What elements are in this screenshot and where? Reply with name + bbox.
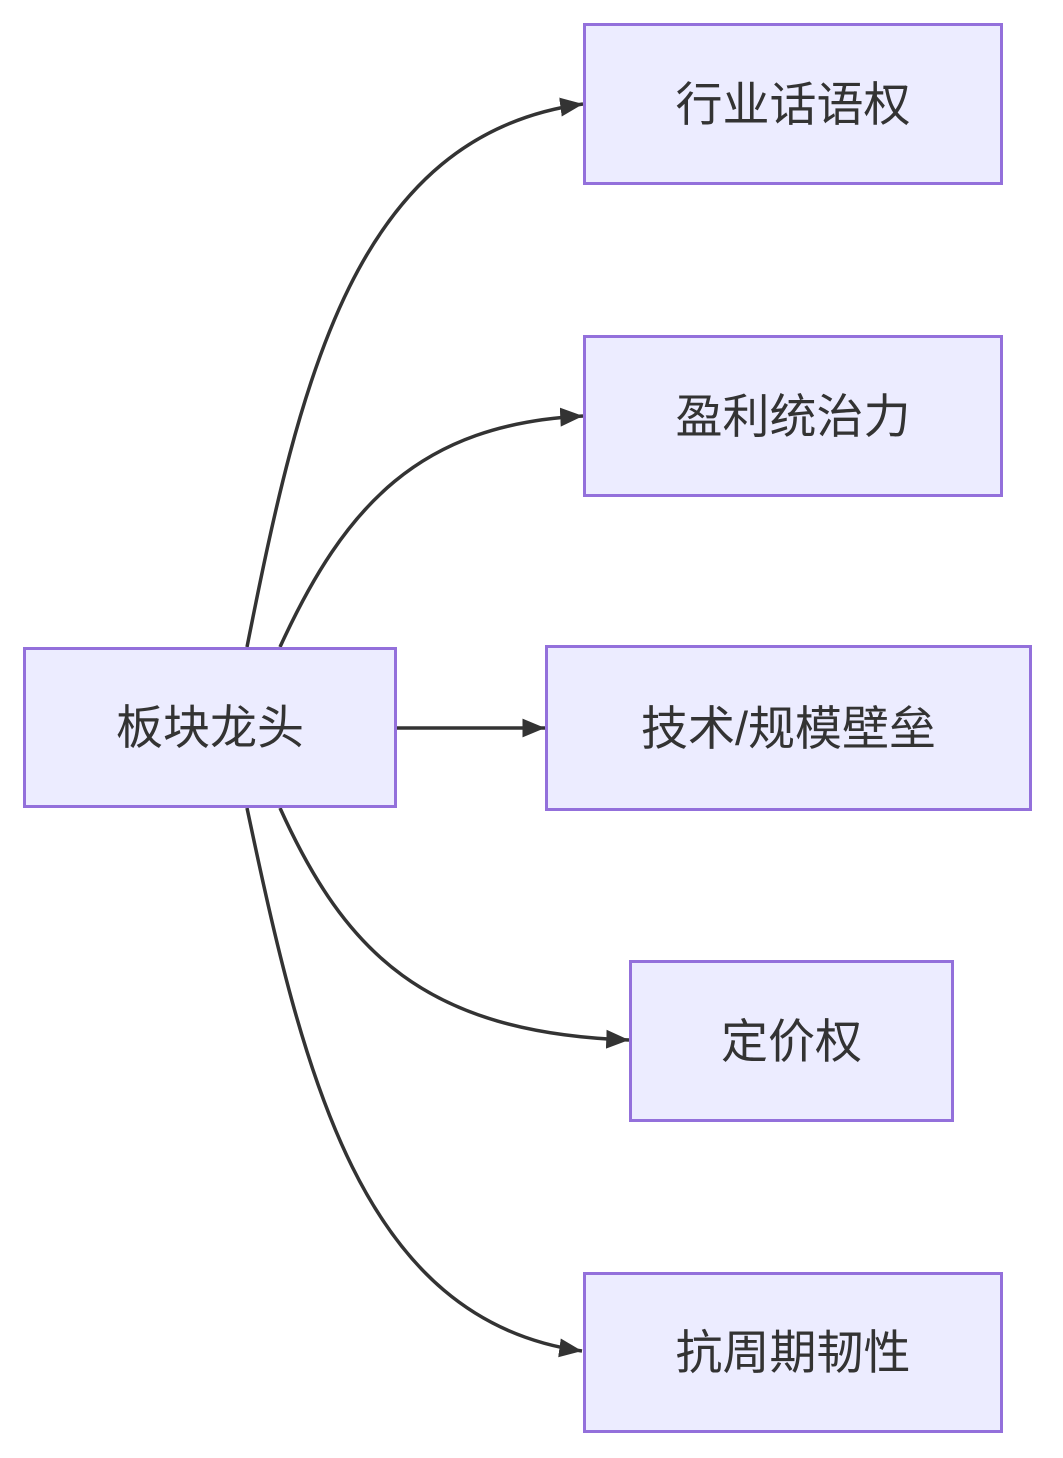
edge-root-to-branch1 [278, 407, 584, 648]
node-branch-tech-scale-barrier: 技术/规模壁垒 [545, 645, 1032, 811]
node-branch-pricing-power: 定价权 [629, 960, 954, 1122]
node-branch-profit-dominance: 盈利统治力 [583, 335, 1003, 497]
node-root: 板块龙头 [23, 647, 397, 808]
node-branch-industry-voice: 行业话语权 [583, 23, 1003, 185]
node-branch-label: 抗周期韧性 [675, 1326, 911, 1379]
node-root-label: 板块龙头 [116, 701, 304, 754]
node-branch-label: 技术/规模壁垒 [640, 701, 937, 755]
edge-root-to-branch4 [245, 807, 583, 1358]
node-branch-label: 盈利统治力 [675, 389, 911, 443]
node-branch-label: 行业话语权 [675, 77, 911, 131]
node-branch-anticyclical-resilience: 抗周期韧性 [583, 1272, 1003, 1433]
node-branch-label: 定价权 [721, 1014, 862, 1068]
edge-root-to-branch3 [278, 807, 630, 1049]
edge-root-to-branch0 [245, 97, 584, 648]
